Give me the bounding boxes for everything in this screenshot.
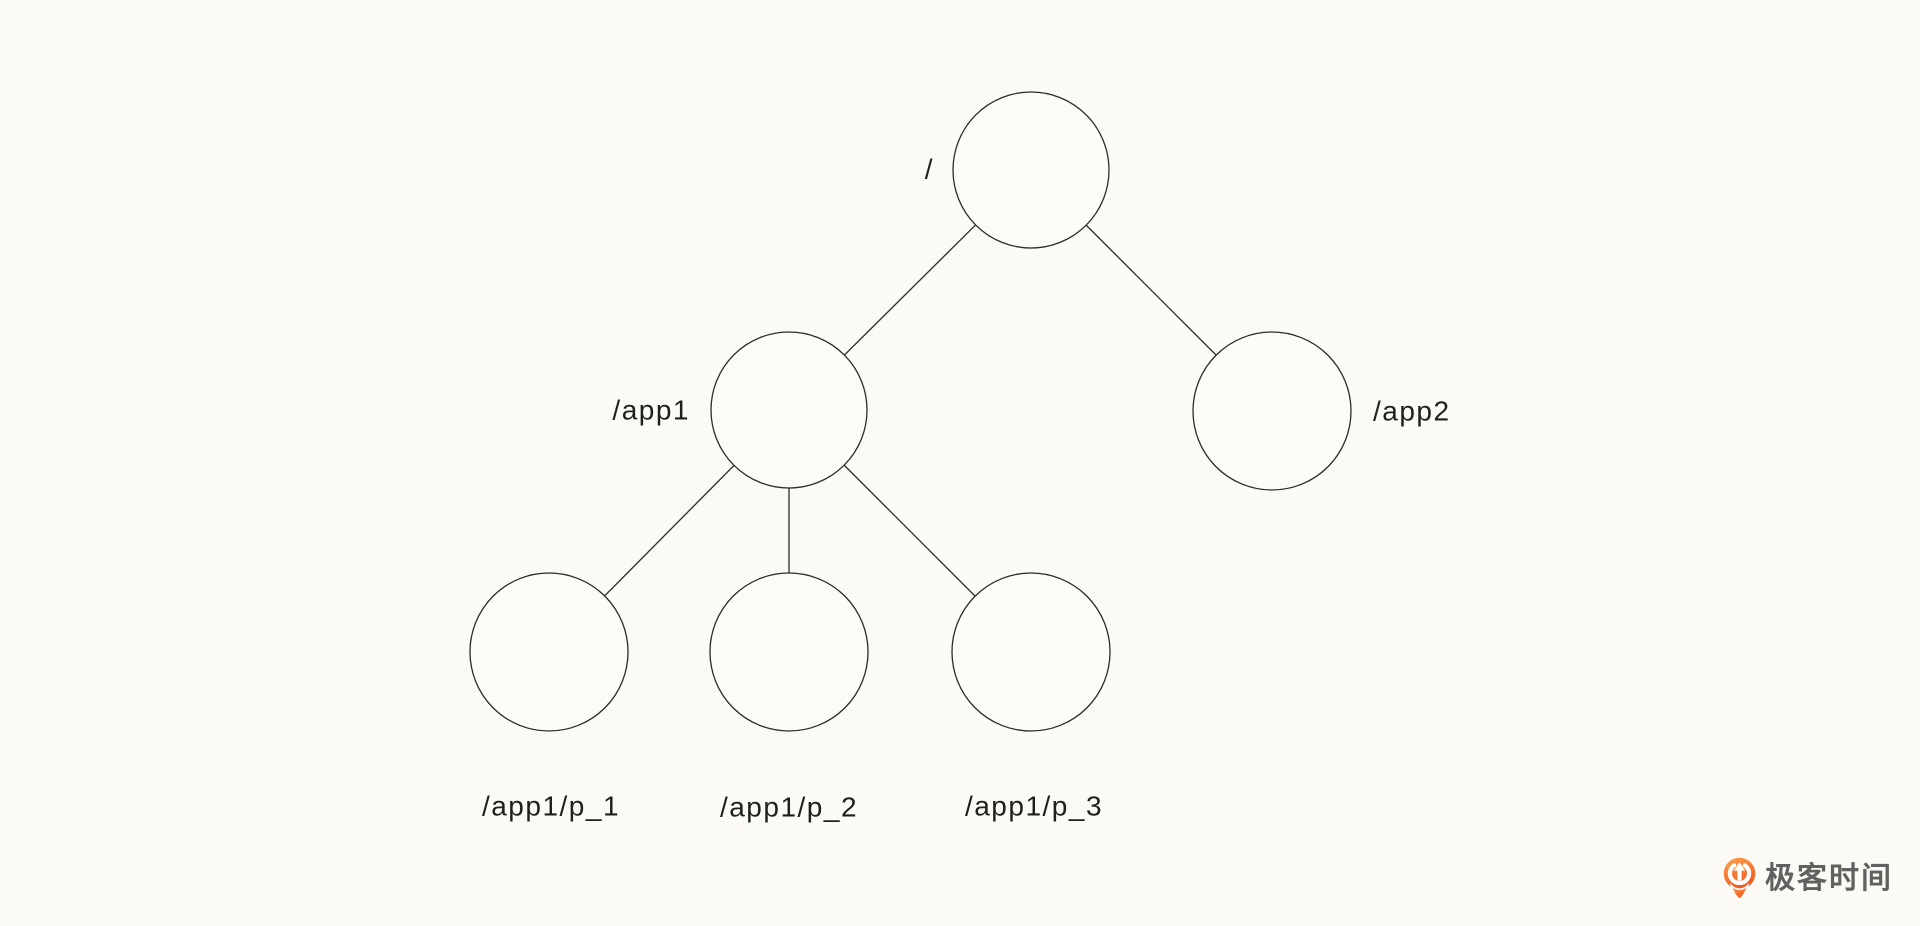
node-label-p2: /app1/p_2 xyxy=(720,792,858,823)
tree-node-p3 xyxy=(951,572,1111,732)
geektime-logo-icon xyxy=(1723,857,1756,900)
tree-node-p2 xyxy=(709,572,869,732)
brand-watermark: 极客时间 xyxy=(1722,857,1893,900)
tree-node-app2 xyxy=(1192,331,1352,491)
node-label-app1: /app1 xyxy=(612,395,690,426)
tree-node-root xyxy=(952,91,1110,249)
node-label-p3: /app1/p_3 xyxy=(965,791,1103,822)
node-label-root: / xyxy=(925,154,934,185)
node-label-p1: /app1/p_1 xyxy=(482,791,620,822)
node-label-app2: /app2 xyxy=(1373,396,1451,427)
tree-node-p1 xyxy=(469,572,629,732)
brand-name: 极客时间 xyxy=(1765,861,1893,895)
tree-node-app1 xyxy=(710,331,868,489)
